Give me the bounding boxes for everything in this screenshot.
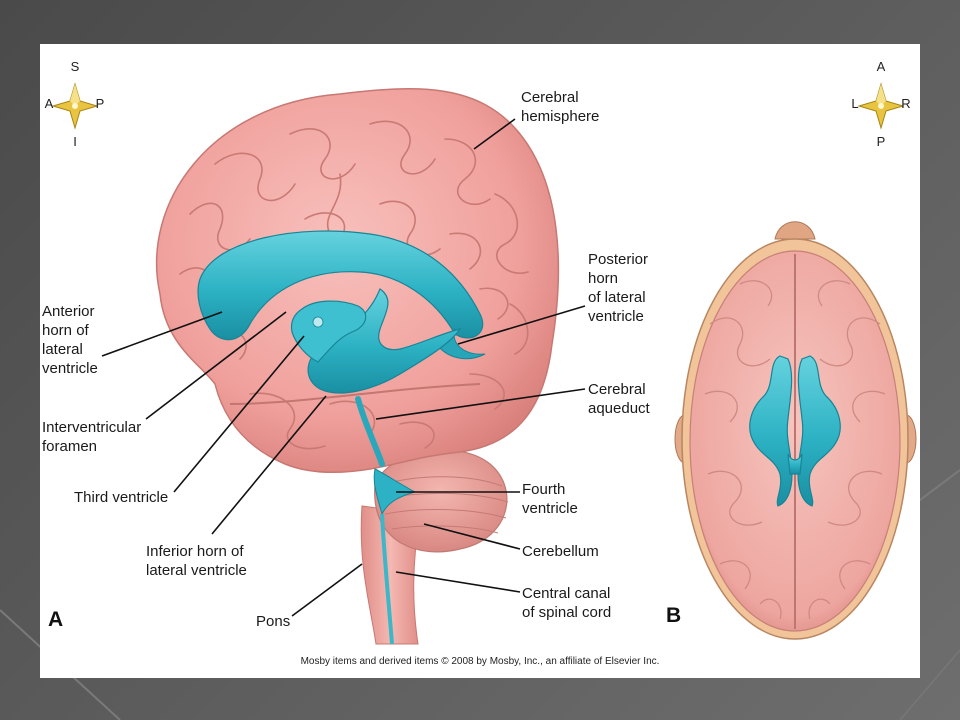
cerebral-aqueduct <box>355 396 385 467</box>
brain-superior-view <box>674 82 917 640</box>
panel-letter-b: B <box>666 604 682 627</box>
compass-a-superior: S <box>70 59 80 74</box>
cerebral-hemisphere-shape <box>155 88 560 474</box>
brain-sagittal <box>51 82 586 645</box>
superior-gyri <box>704 280 886 620</box>
ventricles-superior <box>749 355 841 507</box>
label-inferior-horn: Inferior horn of lateral ventricle <box>146 543 247 579</box>
third-ventricle <box>290 300 367 363</box>
fourth-ventricle <box>373 468 417 516</box>
label-interventricular-foramen: Interventricular foramen <box>42 419 142 455</box>
copyright-notice: Mosby items and derived items © 2008 by … <box>300 656 660 667</box>
compass-rose-b <box>857 82 905 130</box>
lateral-sulcus <box>229 383 481 405</box>
label-posterior-horn: Posterior horn of lateral ventricle <box>588 251 649 325</box>
nose <box>774 221 816 240</box>
lateral-ventricle <box>197 230 484 341</box>
central-canal <box>380 513 394 645</box>
compass-a-posterior: P <box>95 96 105 111</box>
compass-b-right: R <box>901 96 911 111</box>
ventricular-system <box>197 230 486 645</box>
figure-panel: S A P I A L R P Cerebral hemisphere Ante… <box>40 44 920 678</box>
ventricles-illustration <box>51 82 917 645</box>
compass-b-left: L <box>851 96 859 111</box>
leader-lines <box>101 118 586 617</box>
label-cerebellum: Cerebellum <box>522 543 599 560</box>
label-central-canal: Central canal of spinal cord <box>522 585 612 621</box>
label-pons: Pons <box>256 613 291 630</box>
compass-a-anterior: A <box>44 96 54 111</box>
compass-b-posterior: P <box>876 134 886 149</box>
label-third-ventricle: Third ventricle <box>74 489 169 506</box>
label-cerebral-aqueduct: Cerebral aqueduct <box>588 381 650 417</box>
label-fourth-ventricle: Fourth ventricle <box>522 481 578 517</box>
compass-b-anterior: A <box>876 59 886 74</box>
panel-letter-a: A <box>48 608 64 631</box>
compass-a-inferior: I <box>73 134 77 149</box>
label-cerebral-hemisphere: Cerebral hemisphere <box>521 89 600 125</box>
label-anterior-horn: Anterior horn of lateral ventricle <box>42 303 98 377</box>
compass-rose-a <box>51 82 99 130</box>
